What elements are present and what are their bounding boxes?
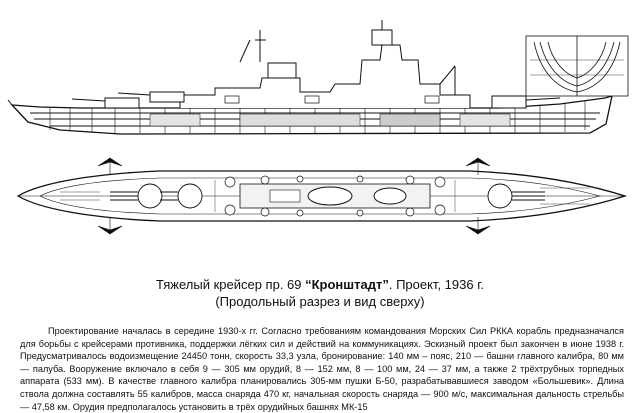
- hull-section-diagram: [525, 35, 629, 97]
- ship-drawing: [7, 20, 629, 235]
- ship-name: “Кронштадт”: [305, 277, 389, 292]
- figure-subcaption: (Продольный разрез и вид сверху): [215, 294, 425, 309]
- side-profile: [7, 20, 613, 135]
- description-paragraph: Проектирование началась в середине 1930-…: [20, 326, 624, 412]
- caption-prefix: Тяжелый крейсер пр. 69: [156, 277, 306, 292]
- figure-caption: Тяжелый крейсер пр. 69 “Кронштадт”. Прое…: [0, 276, 640, 293]
- top-view: [16, 157, 628, 235]
- caption-suffix: . Проект, 1936 г.: [388, 277, 484, 292]
